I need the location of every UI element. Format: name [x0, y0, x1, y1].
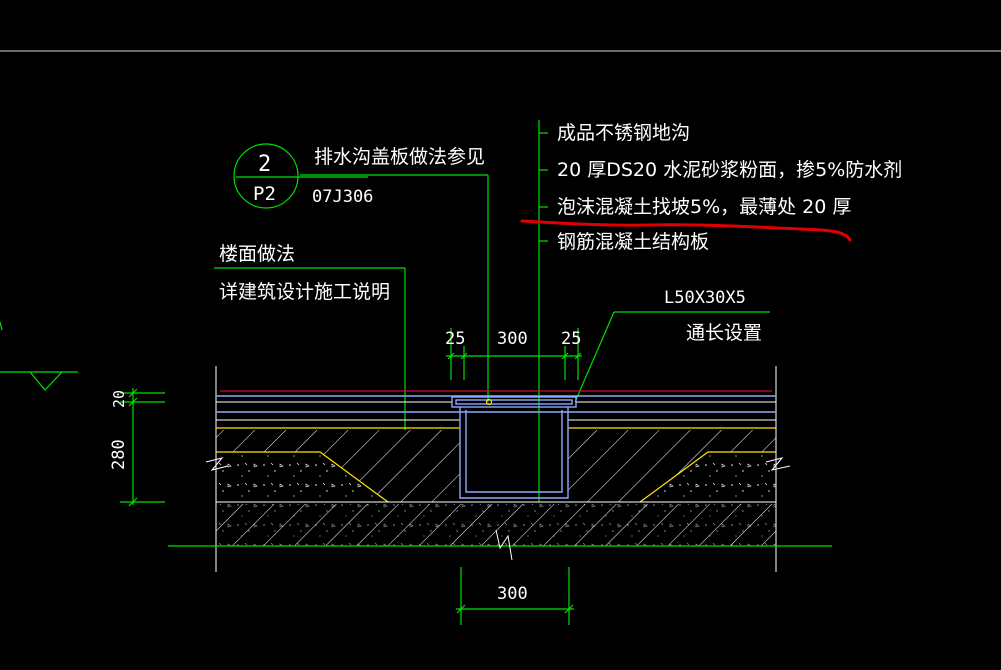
floor-ref-label: 详建筑设计施工说明 — [219, 281, 390, 303]
top-dimension — [446, 328, 582, 380]
layer-2-label: 20 厚DS20 水泥砂浆粉面，掺5%防水剂 — [557, 159, 902, 181]
angle-spec-label: L50X30X5 — [664, 288, 746, 308]
drainage-channel — [451, 396, 577, 499]
detail-callout: 2 P2 — [233, 143, 368, 209]
floor-section — [168, 366, 832, 572]
cover-note-label: 排水沟盖板做法参见 — [314, 146, 485, 168]
dim-20: 20 — [110, 390, 128, 408]
bottom-dimension — [456, 567, 574, 625]
detail-sheet: P2 — [253, 183, 276, 205]
dim-right-25: 25 — [561, 329, 581, 349]
red-highlight-underline — [520, 219, 852, 242]
layer-4-label: 钢筋混凝土结构板 — [557, 231, 709, 253]
dim-300-top: 300 — [497, 329, 528, 349]
left-dimension — [120, 388, 165, 507]
floor-method-label: 楼面做法 — [219, 243, 295, 265]
dim-left-25: 25 — [445, 329, 465, 349]
level-marker — [0, 321, 78, 391]
layer-3-label: 泡沫混凝土找坡5%，最薄处 20 厚 — [557, 196, 851, 218]
angle-note-label: 通长设置 — [686, 322, 762, 344]
layer-leader — [538, 120, 548, 502]
detail-number: 2 — [258, 152, 271, 177]
dim-300-bottom: 300 — [497, 584, 528, 604]
cover-ref-label: 07J306 — [312, 187, 373, 207]
dim-280: 280 — [109, 439, 129, 470]
layer-1-label: 成品不锈钢地沟 — [557, 122, 690, 144]
